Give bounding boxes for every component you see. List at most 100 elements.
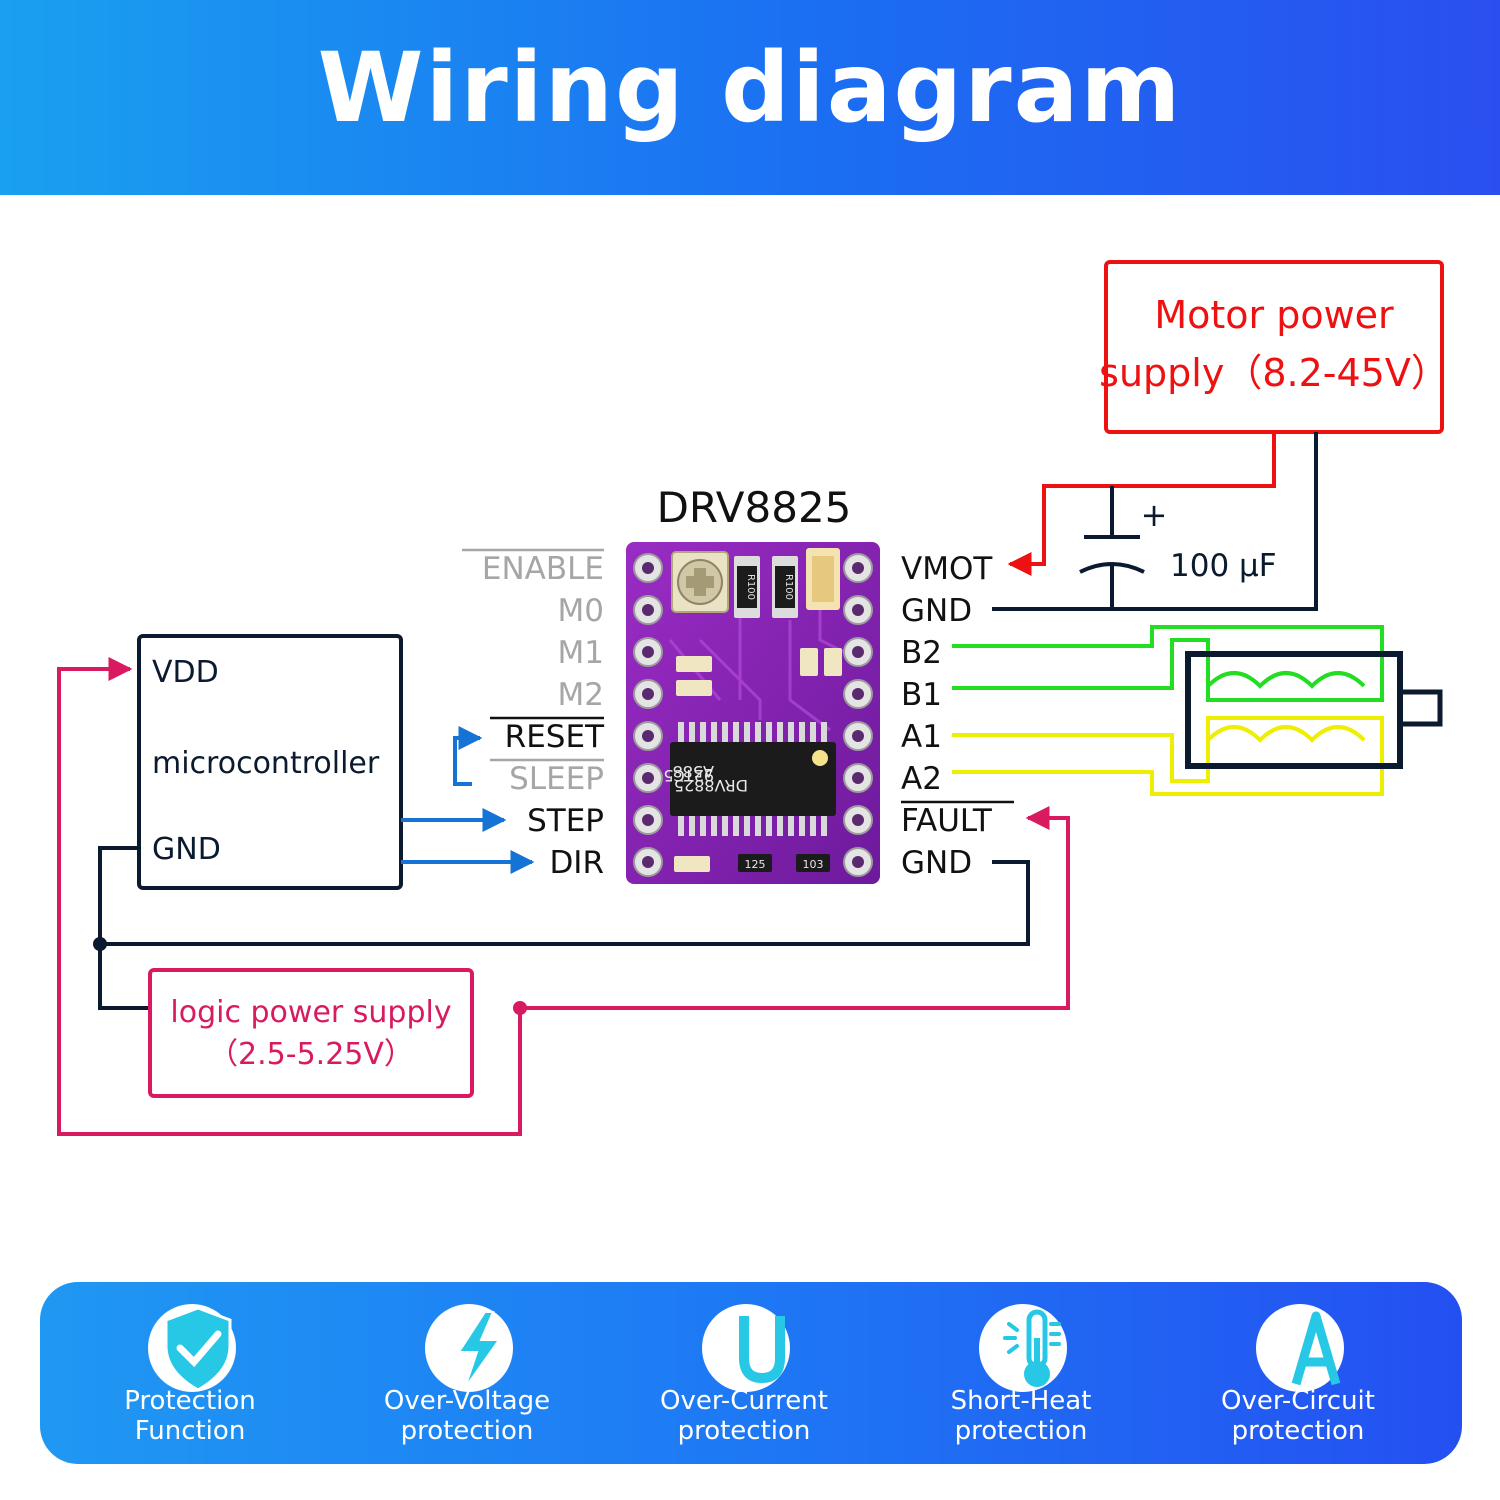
mcu-gnd-wire	[98, 846, 150, 1010]
feature-3-line2: protection	[677, 1416, 811, 1446]
letter-u-icon	[739, 1316, 785, 1384]
right-header-hole-5	[852, 730, 864, 742]
motor-supply-line2: supply（8.2-45V）	[1099, 351, 1449, 395]
mcu-name-label: microcontroller	[152, 746, 380, 781]
stepper-motor-body	[1185, 651, 1403, 769]
ic-pin-bottom-14	[821, 816, 827, 836]
ic-pin-top-12	[799, 722, 805, 742]
capacitor-symbol	[1079, 486, 1145, 609]
coil-a-wires	[952, 716, 1384, 796]
feature-5-line1: Over-Circuit	[1221, 1386, 1375, 1416]
left-pin-3: M1	[558, 635, 604, 671]
ic-pin-bottom-8	[755, 816, 761, 836]
right-header-hole-8	[852, 856, 864, 868]
feature-4-line1: Short-Heat	[950, 1386, 1092, 1416]
resistor-marking-2: R100	[783, 574, 794, 600]
smd-mark-103: 103	[803, 858, 824, 871]
feature-2-line1: Over-Voltage	[383, 1386, 551, 1416]
fault-wire	[520, 806, 1070, 1010]
ic-pin-bottom-5	[722, 816, 728, 836]
ic-pin-top-1	[678, 722, 684, 742]
chip-title: DRV8825	[657, 483, 852, 532]
ic-pin-top-4	[711, 722, 717, 742]
logic-power-supply-box	[148, 968, 474, 1098]
feature-2-line2: protection	[400, 1416, 534, 1446]
vdd-wire	[57, 657, 522, 1136]
resistor-marking-1: R100	[745, 574, 756, 600]
ic-pin-top-10	[777, 722, 783, 742]
smd-mark-125: 125	[745, 858, 766, 871]
feature-1-line1: Protection	[124, 1386, 256, 1416]
right-header-hole-2	[852, 604, 864, 616]
ic-pin-bottom-11	[788, 816, 794, 836]
right-pin-4: B1	[901, 677, 942, 713]
ic-pin-top-5	[722, 722, 728, 742]
feature-5-line2: protection	[1231, 1416, 1365, 1446]
feature-4-line2: protection	[954, 1416, 1088, 1446]
mcu-gnd-label: GND	[152, 832, 221, 867]
ic-pin-bottom-10	[777, 816, 783, 836]
ic-pin-bottom-2	[689, 816, 695, 836]
left-header-hole-3	[642, 646, 654, 658]
header-banner: Wiring diagram	[0, 0, 1500, 195]
ic-pin-bottom-4	[711, 816, 717, 836]
mcu-vdd-label: VDD	[152, 655, 219, 690]
right-header-hole-3	[852, 646, 864, 658]
left-header-hole-7	[642, 814, 654, 826]
stepper-motor-shaft	[1397, 689, 1443, 727]
motor-supply-line1: Motor power	[1154, 293, 1394, 337]
ic-pin-top-2	[689, 722, 695, 742]
reset-sleep-bridge	[453, 726, 483, 786]
left-header-hole-2	[642, 604, 654, 616]
right-pin-7: FAULT	[901, 803, 993, 839]
feature-1-line2: Function	[134, 1416, 246, 1446]
right-header-hole-7	[852, 814, 864, 826]
logic-supply-line2: （2.5-5.25V）	[208, 1037, 414, 1072]
ic-pin-bottom-7	[744, 816, 750, 836]
right-pin-3: B2	[901, 635, 942, 671]
ic-pin-top-14	[821, 722, 827, 742]
motor-gnd-wire	[992, 432, 1318, 611]
ic-pin-top-7	[744, 722, 750, 742]
motor-power-supply-box	[1104, 260, 1444, 434]
shield-icon	[164, 1306, 232, 1392]
left-pin-1: ENABLE	[482, 551, 604, 587]
ic-pin-bottom-12	[799, 816, 805, 836]
ic-pin-top-13	[810, 722, 816, 742]
left-header-hole-1	[642, 562, 654, 574]
ic-pin-bottom-9	[766, 816, 772, 836]
ic-pin-bottom-1	[678, 816, 684, 836]
vmot-wire	[1007, 432, 1276, 576]
right-pin-2: GND	[901, 593, 972, 629]
ic-pin-top-3	[700, 722, 706, 742]
right-header-hole-1	[852, 562, 864, 574]
left-header-hole-6	[642, 772, 654, 784]
ic-marking-3: DRV8825	[674, 776, 748, 795]
feature-3-line1: Over-Current	[660, 1386, 828, 1416]
left-header-hole-4	[642, 688, 654, 700]
left-header-hole-8	[642, 856, 654, 868]
right-header-hole-4	[852, 688, 864, 700]
ic-pin-bottom-13	[810, 816, 816, 836]
ic-pin-bottom-3	[700, 816, 706, 836]
ic-marking-2: 92TC5	[663, 766, 714, 785]
right-pin-1: VMOT	[901, 551, 993, 587]
lightning-icon	[457, 1311, 501, 1389]
logic-supply-line1: logic power supply	[170, 995, 451, 1030]
coil-b-wires	[952, 625, 1384, 702]
right-pin-5: A1	[901, 719, 942, 755]
drv8825-board: R100 R100 A588 92TC5 DRV8825 125 103	[626, 542, 880, 884]
capacitor-value: 100 µF	[1170, 548, 1277, 584]
letter-a-icon	[1291, 1311, 1341, 1386]
right-pin-8: GND	[901, 845, 972, 881]
capacitor-polarity: +	[1141, 496, 1168, 534]
logic-gnd-wire	[100, 860, 1030, 946]
vdd-junction	[513, 1001, 527, 1015]
